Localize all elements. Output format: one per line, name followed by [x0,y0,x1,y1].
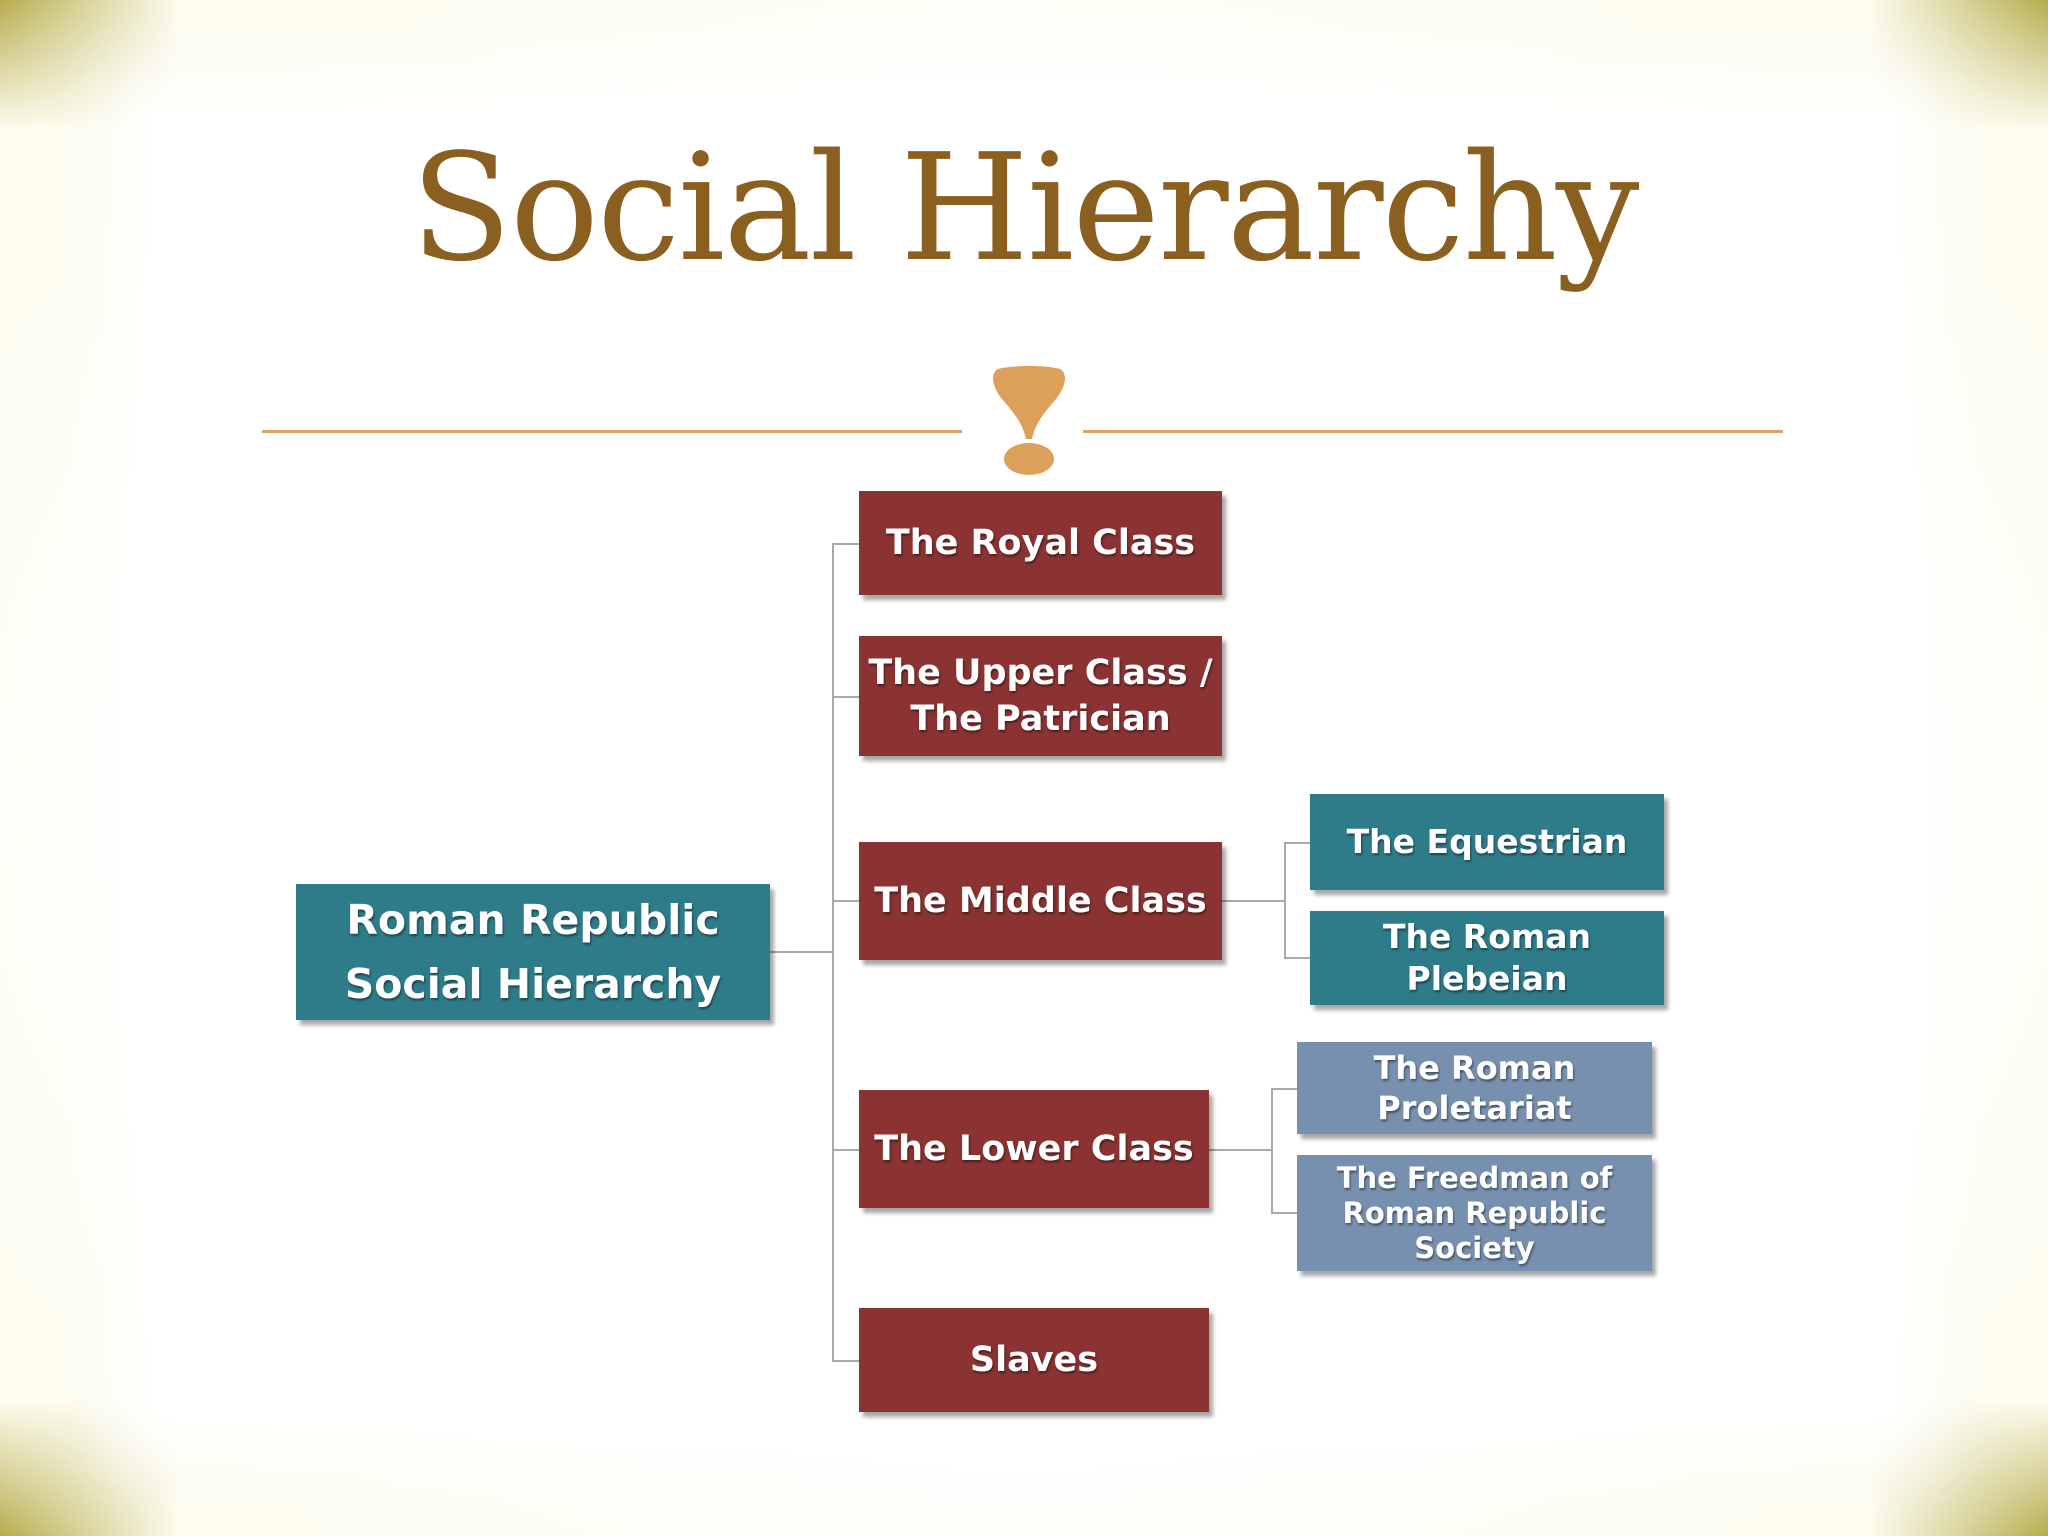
proletariat-branch-connector [1271,1088,1297,1090]
roman-proletariat-label-line-1: The Roman [1373,1049,1576,1087]
root-node: Roman Republic Social Hierarchy [296,884,770,1020]
upper-branch-connector [832,696,859,698]
class-trunk-connector [832,543,834,1361]
royal-class-label: The Royal Class [885,523,1196,563]
freedman-node: The Freedman of Roman Republic Society [1297,1155,1652,1271]
equestrian-branch-connector [1284,842,1310,844]
slide-title: Social Hierarchy [410,122,1640,294]
freedman-label-line-3: Society [1414,1230,1535,1265]
lower-branch-connector [832,1149,859,1151]
upper-class-label-line-2: The Patrician [910,699,1171,739]
slaves-node: Slaves [859,1308,1209,1412]
royal-branch-connector [832,543,859,545]
upper-class-node: The Upper Class / The Patrician [859,636,1222,756]
title-divider-right [1083,430,1783,433]
middle-sub-connector [1222,900,1284,902]
root-node-line-2: Social Hierarchy [344,960,722,1008]
upper-class-label-line-1: The Upper Class / [868,653,1213,693]
lower-sub-trunk-connector [1271,1088,1273,1213]
freedman-branch-connector [1271,1212,1297,1214]
freedman-label-line-1: The Freedman of [1336,1160,1613,1195]
roman-plebeian-node: The Roman Plebeian [1310,911,1664,1005]
fleuron-drop-icon [993,366,1065,475]
lower-sub-connector [1209,1149,1271,1151]
freedman-label-line-2: Roman Republic [1342,1195,1607,1230]
royal-class-node: The Royal Class [859,491,1222,595]
root-node-line-1: Roman Republic [346,896,720,944]
slaves-branch-connector [832,1360,859,1362]
equestrian-node: The Equestrian [1310,794,1664,890]
roman-proletariat-label-line-2: Proletariat [1377,1089,1572,1127]
slaves-label: Slaves [969,1340,1099,1380]
lower-class-label: The Lower Class [874,1129,1194,1169]
lower-class-node: The Lower Class [859,1090,1209,1208]
middle-class-label: The Middle Class [874,881,1207,921]
equestrian-label: The Equestrian [1346,822,1628,861]
middle-sub-trunk-connector [1284,842,1286,958]
roman-plebeian-label: The Roman Plebeian [1382,917,1592,998]
middle-branch-connector [832,900,859,902]
root-connector [770,951,832,953]
plebeian-branch-connector [1284,957,1310,959]
roman-proletariat-node: The Roman Proletariat [1297,1042,1652,1134]
title-divider-left [262,430,962,433]
middle-class-node: The Middle Class [859,842,1222,960]
